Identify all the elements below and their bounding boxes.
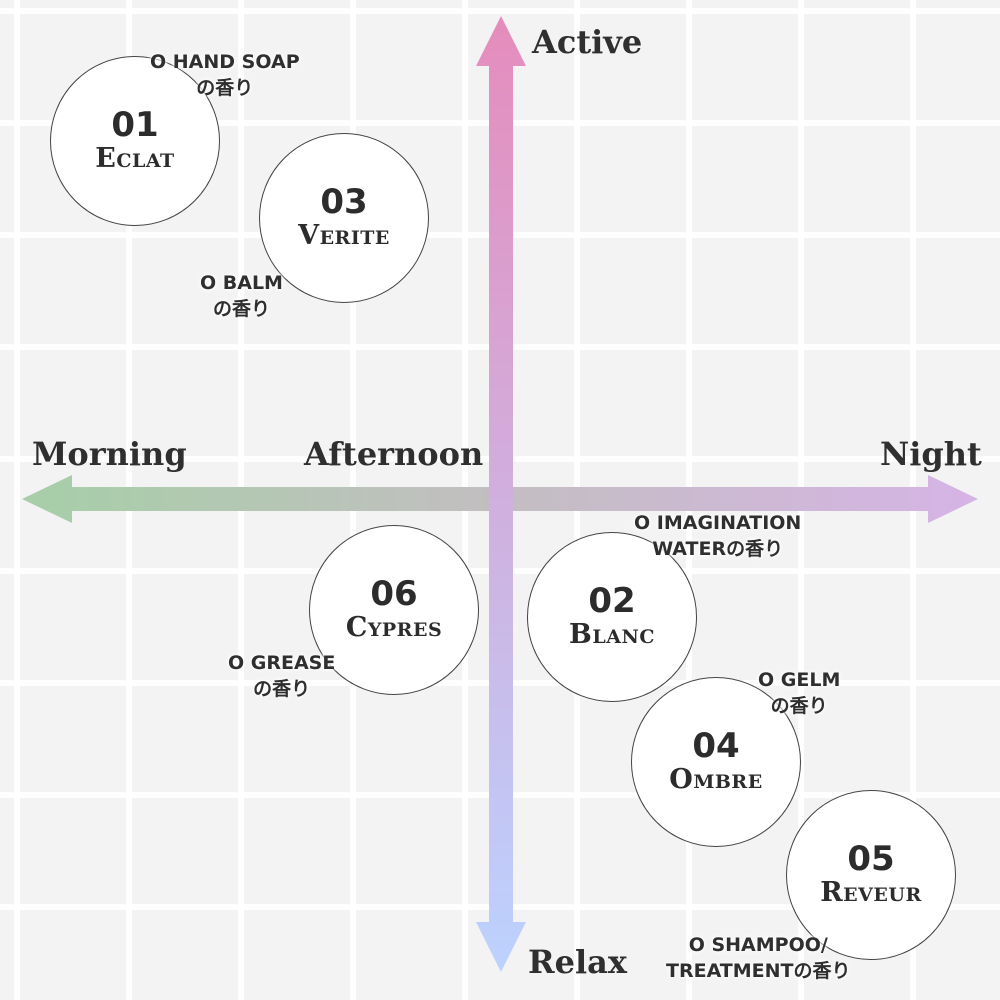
scent-circle-eclat: 01 Eclat — [50, 56, 220, 226]
scent-number: 06 — [370, 574, 418, 615]
scent-name: Cypres — [345, 612, 443, 643]
scent-name: Blanc — [569, 619, 655, 650]
scent-number: 01 — [111, 105, 159, 146]
scent-note-verite: O BALM の香り — [200, 271, 283, 322]
axis-label-afternoon: Afternoon — [304, 435, 484, 473]
scent-name: Reveur — [820, 877, 922, 908]
scent-number: 05 — [847, 839, 895, 880]
scent-note-line: O HAND SOAP — [150, 51, 300, 73]
scent-note-blanc: O IMAGINATION WATERの香り — [634, 511, 801, 562]
scent-name: Ombre — [669, 764, 763, 795]
scent-name: Verite — [298, 220, 390, 251]
scent-circle-blanc: 02 Blanc — [527, 532, 697, 702]
scent-note-line: の香り — [770, 694, 828, 717]
scent-note-line: O IMAGINATION — [634, 512, 802, 534]
scent-note-line: の香り — [196, 76, 254, 99]
scent-number: 03 — [320, 182, 368, 223]
scent-number: 02 — [588, 581, 636, 622]
scent-number: 04 — [692, 726, 740, 767]
scent-note-eclat: O HAND SOAP の香り — [150, 50, 300, 101]
scent-circle-verite: 03 Verite — [259, 133, 429, 303]
scent-note-line: O BALM — [200, 272, 283, 294]
scent-note-line: O SHAMPOO/ — [688, 934, 828, 956]
scent-note-line: O GREASE — [228, 652, 336, 674]
axis-label-night: Night — [880, 435, 982, 473]
scent-name: Eclat — [95, 143, 175, 174]
scent-circle-cypres: 06 Cypres — [309, 525, 479, 695]
axis-label-active: Active — [532, 23, 643, 61]
scent-note-cypres: O GREASE の香り — [228, 651, 335, 702]
scent-note-line: O GELM — [758, 669, 841, 691]
scent-note-line: WATERの香り — [652, 537, 784, 560]
scent-circle-ombre: 04 Ombre — [631, 677, 801, 847]
scent-note-ombre: O GELM の香り — [758, 668, 840, 719]
scent-note-line: の香り — [212, 297, 270, 320]
scent-note-line: の香り — [253, 677, 311, 700]
vertical-axis-arrow — [476, 16, 526, 972]
scent-note-line: TREATMENTの香り — [666, 959, 851, 982]
axis-label-relax: Relax — [528, 943, 627, 981]
axis-label-morning: Morning — [32, 435, 187, 473]
scent-note-reveur: O SHAMPOO/ TREATMENTの香り — [666, 933, 851, 984]
scent-circle-reveur: 05 Reveur — [786, 790, 956, 960]
